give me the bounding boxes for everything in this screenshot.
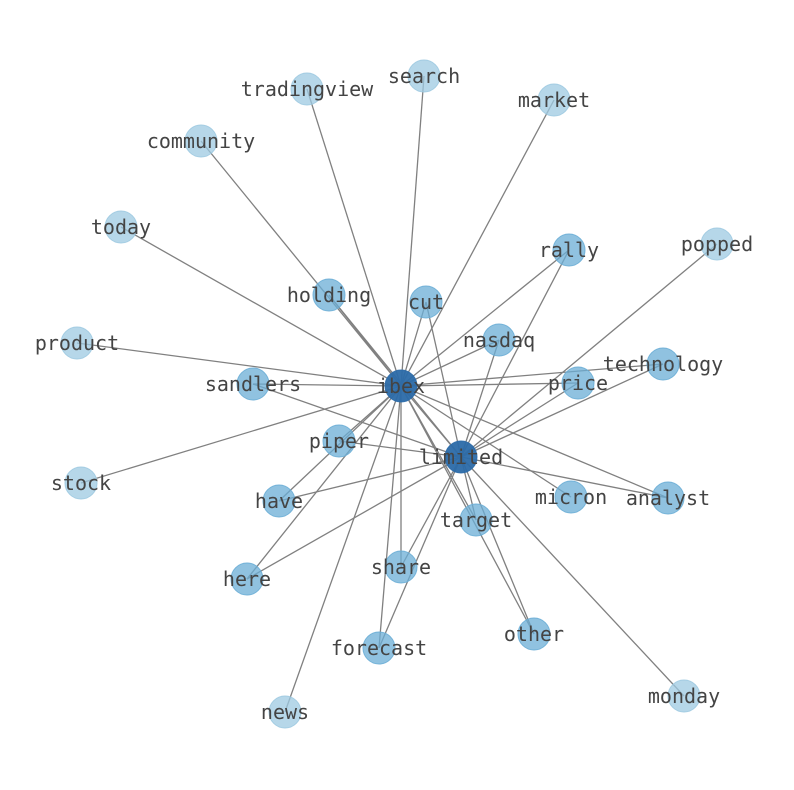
node-label-community: community: [147, 129, 255, 153]
node-community: [184, 124, 218, 158]
node-label-ibex: ibex: [377, 374, 425, 398]
node-have: [262, 484, 296, 518]
edge-ibex-forecast: [378, 385, 402, 649]
edge-limited-piper: [338, 440, 462, 458]
edge-limited-here: [246, 456, 462, 580]
node-label-target: target: [440, 508, 512, 532]
node-label-holding: holding: [287, 283, 371, 307]
node-piper: [322, 424, 356, 458]
edge-limited-share: [400, 456, 462, 568]
edge-ibex-sandlers: [252, 383, 402, 387]
edge-limited-technology: [460, 363, 664, 458]
edges-layer: [76, 75, 718, 713]
edge-limited-cut: [425, 301, 462, 458]
node-share: [384, 550, 418, 584]
node-target: [459, 503, 493, 537]
node-other: [517, 617, 551, 651]
edge-limited-sandlers: [252, 383, 462, 458]
node-label-other: other: [504, 622, 564, 646]
node-label-forecast: forecast: [331, 636, 427, 660]
node-stock: [64, 466, 98, 500]
node-label-today: today: [91, 215, 151, 239]
node-label-search: search: [388, 64, 460, 88]
node-label-technology: technology: [603, 352, 723, 376]
edge-limited-analyst: [460, 456, 669, 499]
edge-ibex-stock: [80, 385, 402, 484]
node-ibex: [384, 369, 418, 403]
node-label-product: product: [35, 331, 119, 355]
node-label-have: have: [255, 489, 303, 513]
node-label-cut: cut: [408, 290, 444, 314]
node-label-analyst: analyst: [626, 486, 710, 510]
node-forecast: [362, 631, 396, 665]
node-label-monday: monday: [648, 684, 720, 708]
node-label-limited: limited: [419, 445, 503, 469]
labels-layer: ibex limited search tradingview market commun…: [35, 64, 753, 724]
node-technology: [646, 347, 680, 381]
node-label-micron: micron: [535, 485, 607, 509]
edge-ibex-nasdaq: [400, 339, 500, 387]
edge-ibex-news: [284, 385, 402, 713]
edge-limited-forecast: [378, 456, 462, 649]
node-monday: [667, 679, 701, 713]
edge-limited-price: [460, 382, 579, 458]
edge-limited-rally: [460, 249, 570, 458]
edge-limited-nasdaq: [460, 339, 500, 458]
node-label-rally: rally: [539, 238, 599, 262]
node-today: [104, 210, 138, 244]
edge-ibex-tradingview: [306, 88, 402, 387]
node-label-popped: popped: [681, 232, 753, 256]
node-limited: [444, 440, 478, 474]
node-product: [60, 326, 94, 360]
edge-limited-have: [278, 456, 462, 502]
node-rally: [552, 233, 586, 267]
node-label-sandlers: sandlers: [205, 372, 301, 396]
node-tradingview: [290, 72, 324, 106]
node-analyst: [651, 481, 685, 515]
node-label-news: news: [261, 700, 309, 724]
node-popped: [700, 227, 734, 261]
node-label-here: here: [223, 567, 271, 591]
edge-limited-other: [460, 456, 535, 635]
edge-ibex-product: [76, 342, 402, 387]
node-search: [407, 59, 441, 93]
node-nasdaq: [482, 323, 516, 357]
edge-ibex-rally: [400, 249, 570, 387]
node-label-share: share: [371, 555, 431, 579]
node-label-price: price: [548, 371, 608, 395]
edge-ibex-search: [400, 75, 425, 387]
node-price: [561, 366, 595, 400]
node-cut: [409, 285, 443, 319]
edge-ibex-today: [120, 226, 402, 387]
node-label-nasdaq: nasdaq: [463, 328, 535, 352]
node-market: [537, 83, 571, 117]
edge-ibex-here: [246, 385, 402, 580]
node-sandlers: [236, 367, 270, 401]
node-news: [268, 695, 302, 729]
node-micron: [554, 480, 588, 514]
edge-limited-popped: [460, 243, 718, 458]
node-label-tradingview: tradingview: [241, 77, 374, 101]
node-holding: [312, 278, 346, 312]
edge-ibex-community: [200, 140, 402, 387]
node-label-stock: stock: [51, 471, 111, 495]
edge-ibex-analyst: [400, 385, 669, 499]
edge-ibex-market: [400, 99, 555, 387]
node-label-market: market: [518, 88, 590, 112]
edge-limited-monday: [460, 456, 685, 697]
node-label-piper: piper: [309, 429, 369, 453]
nodes-layer: [60, 59, 734, 729]
node-here: [230, 562, 264, 596]
